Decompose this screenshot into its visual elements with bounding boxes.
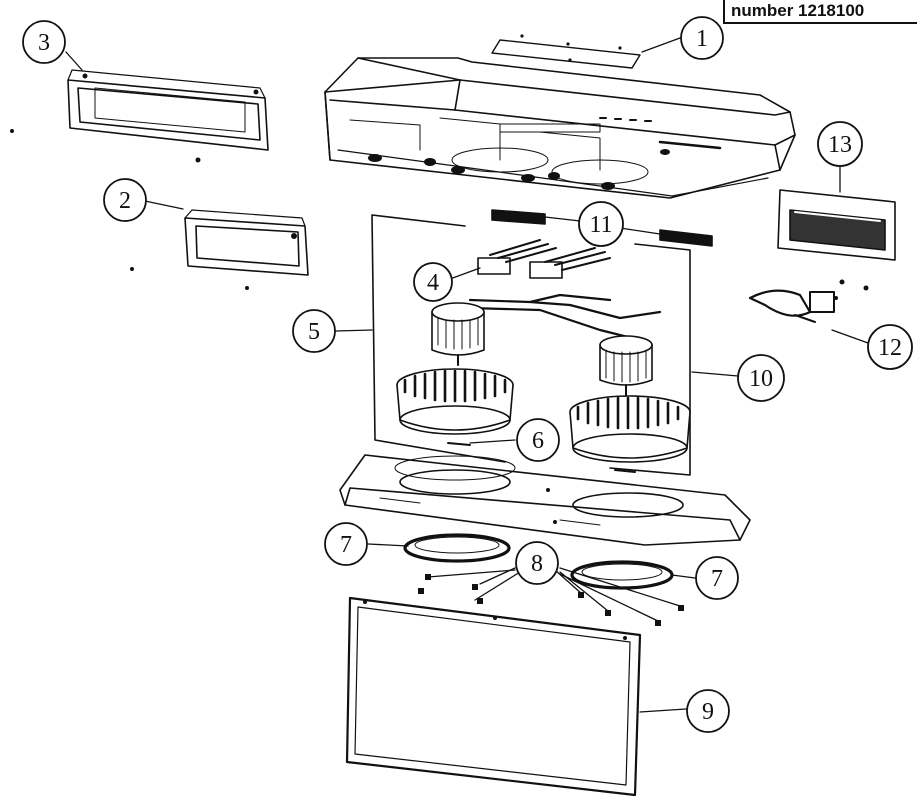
callout-8: 8 — [515, 541, 559, 585]
callout-3: 3 — [22, 20, 66, 64]
light-lens-left — [403, 533, 511, 563]
light-sockets — [491, 209, 713, 247]
callout-10: 10 — [737, 354, 785, 402]
callout-13: 13 — [817, 121, 863, 167]
callout-9: 9 — [686, 689, 730, 733]
callout-5-text: 5 — [308, 319, 320, 345]
callout-7-left: 7 — [324, 522, 368, 566]
control-board — [777, 189, 896, 261]
callout-10-text: 10 — [749, 366, 773, 392]
leader-lines — [65, 37, 869, 713]
callout-4: 4 — [413, 262, 453, 302]
callout-12: 12 — [867, 324, 913, 370]
callout-7-left-text: 7 — [340, 532, 352, 558]
model-number-label: number 1218100 — [723, 0, 917, 24]
callout-8-text: 8 — [531, 551, 543, 577]
callout-2: 2 — [103, 178, 147, 222]
callout-7-right: 7 — [695, 556, 739, 600]
callout-11-text: 11 — [589, 212, 612, 238]
callout-3-text: 3 — [38, 30, 50, 56]
callout-5: 5 — [292, 309, 336, 353]
light-lens-right — [570, 560, 674, 590]
callout-11: 11 — [578, 201, 624, 247]
blower-assembly — [371, 214, 691, 476]
hood-housing — [324, 34, 796, 199]
callout-7-right-text: 7 — [711, 566, 723, 592]
duct-connector-small — [130, 209, 309, 290]
callout-1-text: 1 — [696, 26, 708, 52]
callout-2-text: 2 — [119, 188, 131, 214]
callout-6: 6 — [516, 418, 560, 462]
callout-9-text: 9 — [702, 699, 714, 725]
bottom-panel — [339, 454, 751, 546]
callout-1: 1 — [680, 16, 724, 60]
wire-harness — [748, 279, 869, 323]
callout-6-text: 6 — [532, 428, 544, 454]
callout-4-text: 4 — [427, 270, 439, 296]
callout-13-text: 13 — [828, 132, 852, 158]
grease-filter — [345, 596, 642, 797]
duct-connector-large — [10, 69, 269, 163]
callout-12-text: 12 — [878, 335, 902, 361]
